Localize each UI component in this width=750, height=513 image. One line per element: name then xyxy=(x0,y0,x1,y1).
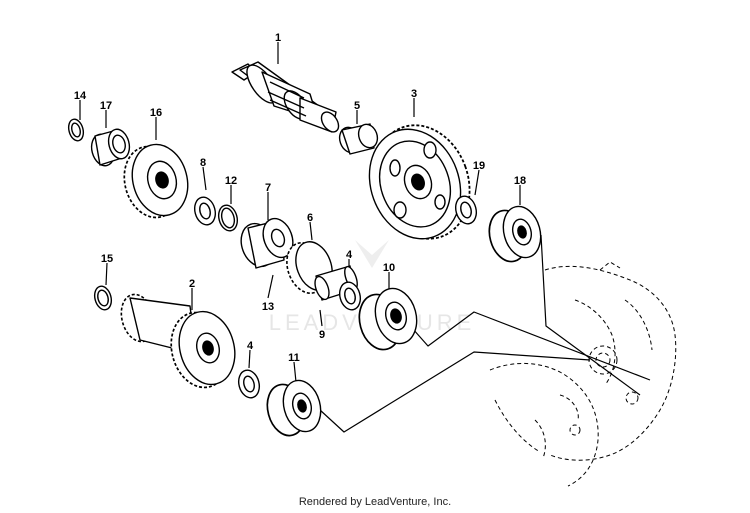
callouts: 1 2 3 4 4 5 6 7 8 9 10 11 12 13 14 15 16… xyxy=(74,32,526,364)
washer-4-lower xyxy=(237,369,261,399)
snap-ring xyxy=(67,118,85,142)
footer-credit: Rendered by LeadVenture, Inc. xyxy=(298,496,452,508)
callout-17: 17 xyxy=(100,100,112,112)
shift-dog-7 xyxy=(240,217,294,269)
cluster-gear-2 xyxy=(120,293,236,389)
callout-10: 10 xyxy=(383,262,395,274)
callout-15: 15 xyxy=(101,253,113,265)
ball-bearing-18 xyxy=(488,205,542,263)
callout-4-lower: 4 xyxy=(247,340,254,352)
ring-15 xyxy=(93,285,113,311)
callout-5: 5 xyxy=(354,100,360,112)
needle-bearing xyxy=(90,128,131,167)
callout-11: 11 xyxy=(288,352,300,364)
callout-18: 18 xyxy=(514,175,526,187)
leader-lines xyxy=(79,42,651,433)
callout-9: 9 xyxy=(319,329,325,341)
washer-8 xyxy=(193,196,217,226)
callout-8: 8 xyxy=(200,157,206,169)
circlip-12 xyxy=(217,204,239,232)
callout-19: 19 xyxy=(473,160,485,172)
callout-7: 7 xyxy=(265,182,271,194)
collar xyxy=(338,123,379,155)
callout-14: 14 xyxy=(74,90,87,102)
callout-1: 1 xyxy=(275,32,281,44)
callout-3: 3 xyxy=(411,88,417,100)
callout-16: 16 xyxy=(150,107,162,119)
gear-16 xyxy=(123,143,189,219)
ball-bearing-11 xyxy=(266,379,322,437)
washer-19 xyxy=(454,195,478,225)
callout-6: 6 xyxy=(307,212,313,224)
ball-bearing-10 xyxy=(358,287,418,351)
callout-13: 13 xyxy=(262,301,274,313)
callout-2: 2 xyxy=(189,278,195,290)
large-gear xyxy=(368,124,471,240)
callout-12: 12 xyxy=(225,175,237,187)
callout-4-upper: 4 xyxy=(346,249,353,261)
input-shaft xyxy=(231,61,340,133)
crankcase-outline xyxy=(489,261,677,487)
washer-4-upper xyxy=(338,281,362,311)
